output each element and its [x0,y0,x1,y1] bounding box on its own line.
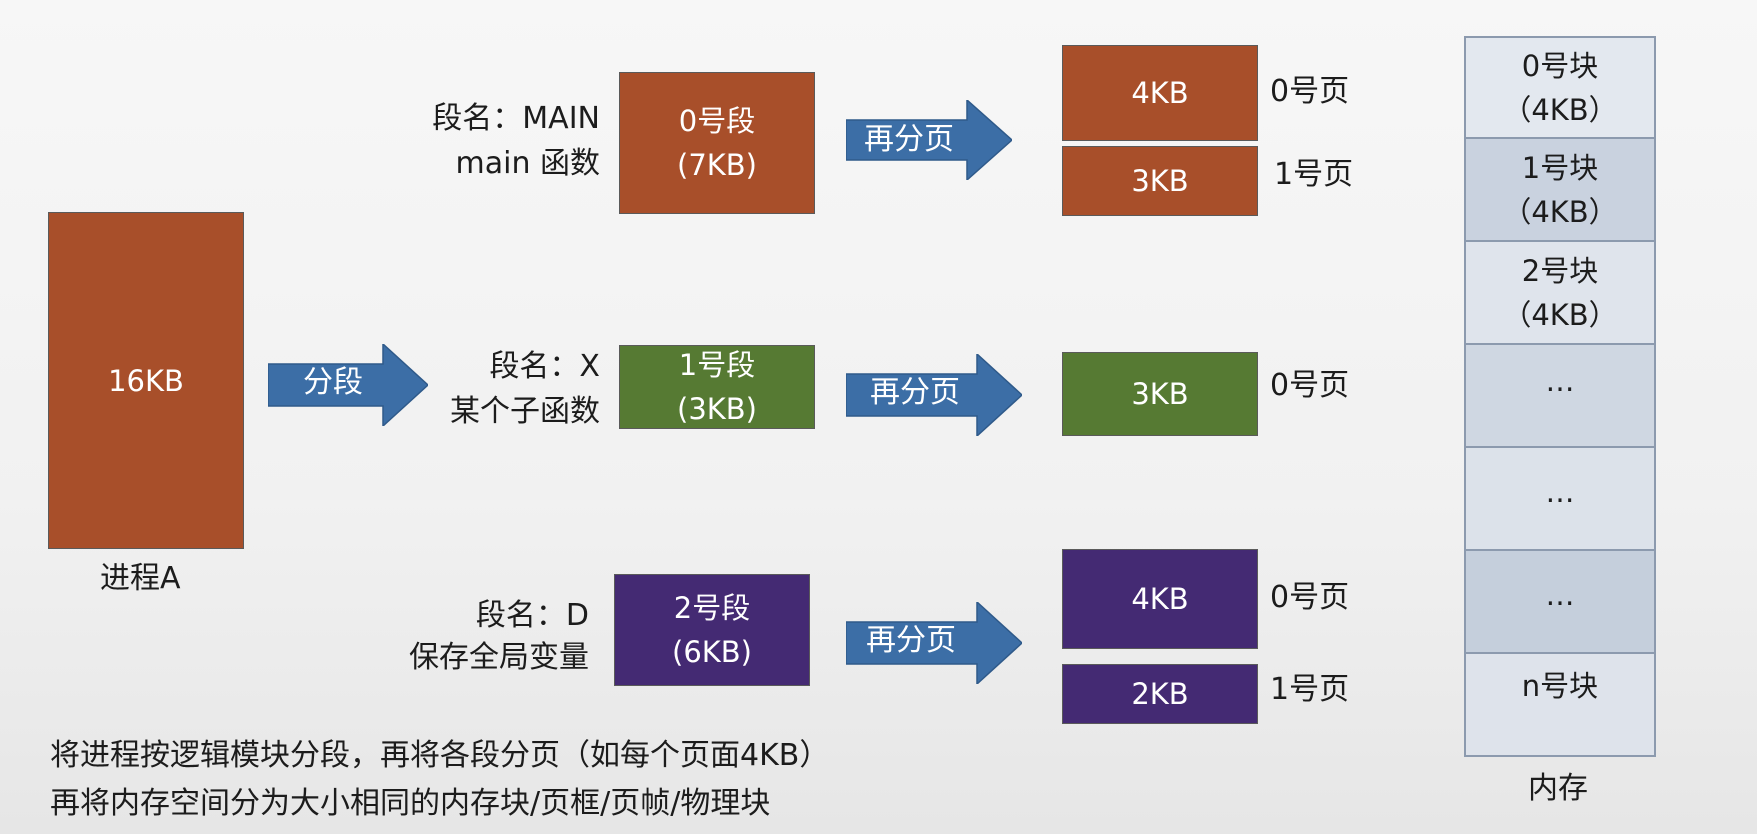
memory-block-2-size: （4KB） [1502,297,1618,332]
segment-0-desc: main 函数 [455,146,601,181]
segment-2-block: 2号段 (6KB) [614,574,810,686]
segment-0-size: (7KB) [677,148,757,182]
segment-2-page-0-size: 4KB [1131,582,1189,616]
segment-0-page-0-label: 0号页 [1270,74,1350,109]
segment-0-page-1-size: 3KB [1131,164,1189,198]
memory-block-0: 0号块 （4KB） [1464,36,1656,139]
segment-2-title: 2号段 [673,591,751,625]
segment-0-block: 0号段 (7KB) [619,72,815,214]
segment-1-title: 1号段 [678,348,756,382]
process-label: 进程A [100,561,181,596]
segment-2-page-1-label: 1号页 [1270,672,1350,707]
repage-arrow-0-label: 再分页 [864,122,954,157]
segment-arrow-label: 分段 [303,365,363,400]
memory-label: 内存 [1528,771,1588,806]
segment-1-page-0-size: 3KB [1131,377,1189,411]
memory-block-5: … [1464,551,1656,654]
memory-block-2: 2号块 （4KB） [1464,242,1656,345]
segment-2-size: (6KB) [672,635,752,669]
segment-1-block: 1号段 (3KB) [619,345,815,429]
segment-0-name: 段名：MAIN [432,101,600,136]
repage-arrow-2-label: 再分页 [866,623,956,658]
repage-arrow-1-icon [846,354,1022,436]
segment-0-page-0-size: 4KB [1131,76,1189,110]
memory-block-6-title: n号块 [1521,669,1599,703]
segment-1-name: 段名：X [489,349,600,384]
segment-1-size: (3KB) [677,392,757,426]
segment-2-name: 段名：D [475,598,589,633]
segment-2-page-0-label: 0号页 [1270,580,1350,615]
segment-0-page-1-label: 1号页 [1274,157,1354,192]
segment-1-page-0: 3KB [1062,352,1258,436]
segment-0-page-1: 3KB [1062,146,1258,216]
caption-line-1: 将进程按逻辑模块分段，再将各段分页（如每个页面4KB） [50,738,830,773]
memory-block-5-title: … [1545,578,1575,612]
segment-2-desc: 保存全局变量 [409,640,589,675]
memory-block-4-title: … [1545,475,1575,509]
memory-block-1-size: （4KB） [1502,194,1618,229]
caption-line-2: 再将内存空间分为大小相同的内存块/页框/页帧/物理块 [50,786,771,821]
process-a-block: 16KB [48,212,244,549]
memory-block-3-title: … [1545,364,1575,398]
repage-arrow-2-icon [846,602,1022,684]
segment-1-page-0-label: 0号页 [1270,368,1350,403]
memory-block-6: n号块 [1464,654,1656,757]
segment-2-page-0: 4KB [1062,549,1258,649]
segment-0-title: 0号段 [678,104,756,138]
memory-block-2-title: 2号块 [1521,253,1599,288]
memory-block-4: … [1464,448,1656,551]
segment-1-desc: 某个子函数 [450,394,600,429]
memory-block-3: … [1464,345,1656,448]
segment-2-page-1: 2KB [1062,664,1258,724]
memory-block-0-size: （4KB） [1502,92,1618,127]
segment-arrow-icon [268,344,428,426]
process-size: 16KB [108,363,184,398]
memory-block-1: 1号块 （4KB） [1464,139,1656,242]
segment-0-page-0: 4KB [1062,45,1258,141]
segment-2-page-1-size: 2KB [1131,677,1189,711]
memory-block-0-title: 0号块 [1521,48,1599,83]
memory-block-1-title: 1号块 [1521,150,1599,185]
repage-arrow-1-label: 再分页 [870,375,960,410]
repage-arrow-0-icon [846,100,1012,180]
